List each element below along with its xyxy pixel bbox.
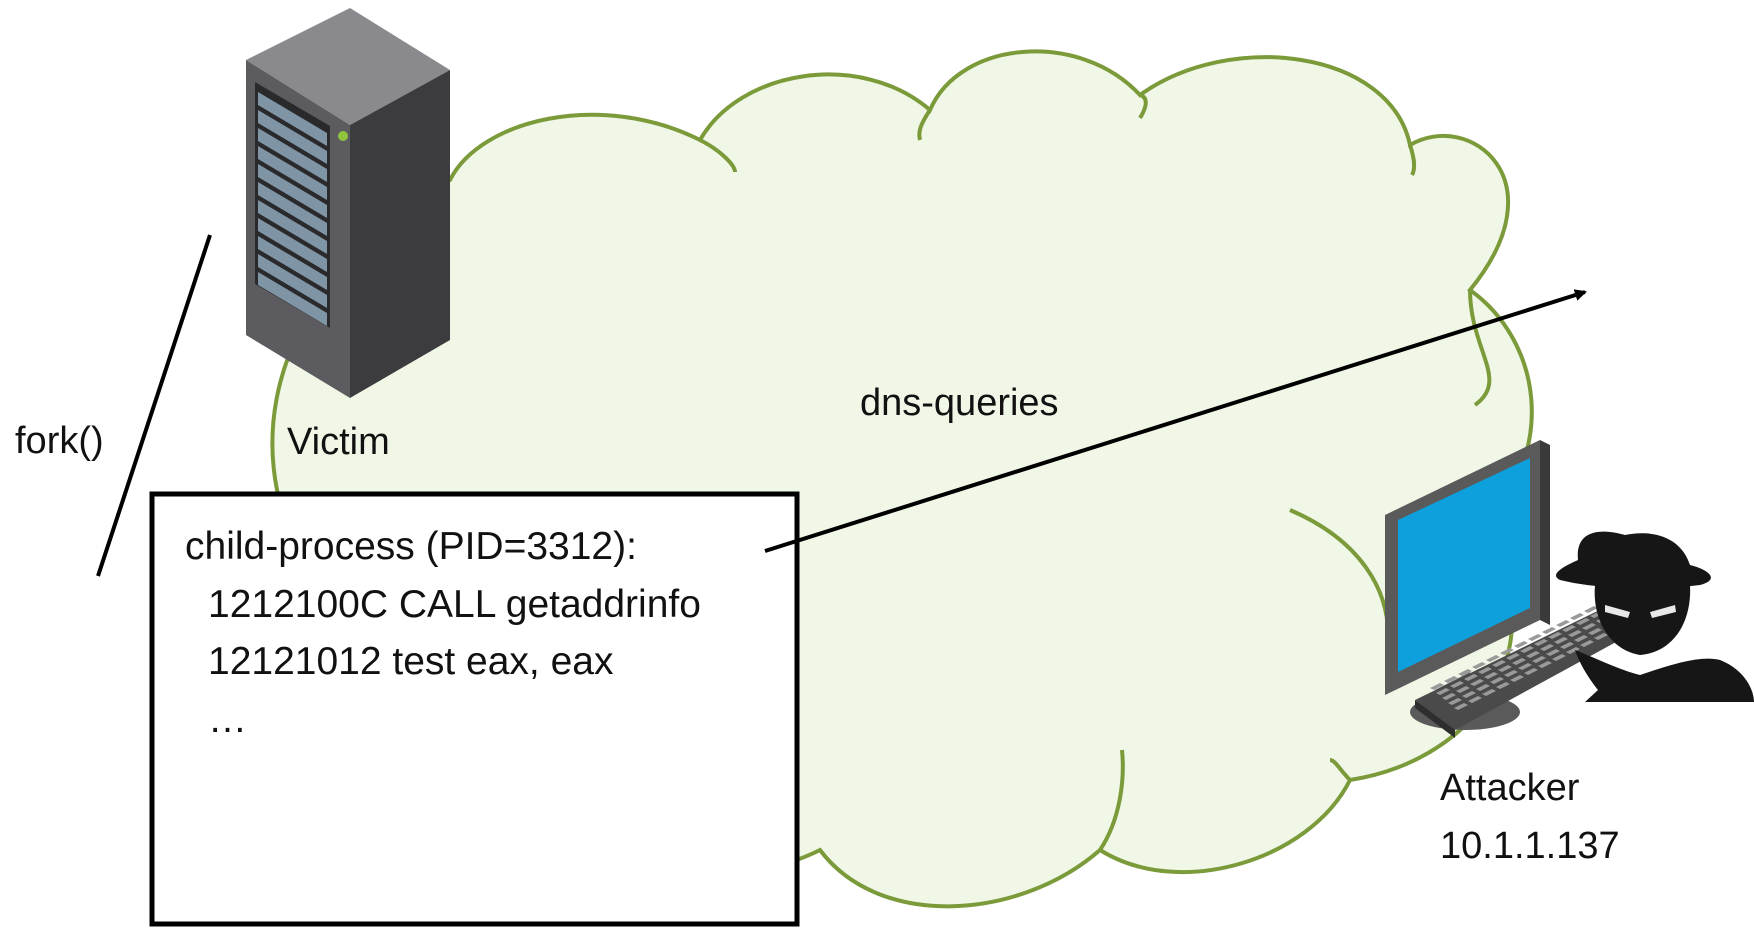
- keyboard-key: [1450, 681, 1464, 688]
- keyboard-key: [1582, 623, 1596, 630]
- keyboard-key: [1532, 656, 1546, 663]
- keyboard-key: [1538, 661, 1552, 668]
- server-slot: [258, 236, 327, 290]
- keyboard-key: [1518, 663, 1532, 670]
- keyboard-key: [1448, 698, 1462, 705]
- keyboard-key: [1574, 635, 1588, 642]
- keyboard-key: [1462, 691, 1476, 698]
- server-slot: [258, 272, 327, 326]
- fork-line: [96, 234, 212, 577]
- keyboard-key: [1500, 648, 1514, 655]
- keyboard-key: [1584, 606, 1598, 613]
- keyboard-key: [1468, 696, 1482, 703]
- process-line: 1212100C CALL getaddrinfo: [208, 583, 701, 626]
- keyboard-key: [1514, 641, 1528, 648]
- keyboard-key: [1512, 658, 1526, 665]
- keyboard-key: [1504, 670, 1518, 677]
- keyboard-key: [1478, 667, 1492, 674]
- cloud-inner-curve: [1468, 289, 1492, 407]
- keyboard-key: [1496, 682, 1510, 689]
- keyboard-key: [1454, 703, 1468, 710]
- victim-label: Victim: [287, 421, 390, 463]
- keyboard-key: [1568, 630, 1582, 637]
- dns-query-arrow: [764, 289, 1587, 553]
- attacker-ip: 10.1.1.137: [1440, 825, 1620, 867]
- keyboard-key: [1442, 693, 1456, 700]
- keyboard-key: [1554, 637, 1568, 644]
- attacker-computer-icon: [1385, 440, 1660, 738]
- server-slot: [258, 110, 327, 164]
- keyboard-key: [1528, 634, 1542, 641]
- cloud-inner-curve: [1329, 758, 1352, 782]
- keyboard-key: [1456, 686, 1470, 693]
- keyboard-key: [1566, 647, 1580, 654]
- keyboard-key: [1490, 677, 1504, 684]
- keyboard-key: [1464, 674, 1478, 681]
- keyboard-key: [1506, 653, 1520, 660]
- keyboard-key: [1588, 628, 1602, 635]
- keyboard-key: [1482, 689, 1496, 696]
- keyboard-key: [1520, 646, 1534, 653]
- keyboard-key: [1556, 620, 1570, 627]
- keyboard-key: [1526, 651, 1540, 658]
- keyboard-key: [1540, 644, 1554, 651]
- cloud-inner-curve: [699, 138, 737, 173]
- keyboard-key: [1510, 675, 1524, 682]
- keyboard-key: [1542, 627, 1556, 634]
- keyboard-key: [1524, 668, 1538, 675]
- process-line: child-process (PID=3312):: [185, 525, 637, 568]
- keyboard-key: [1562, 625, 1576, 632]
- keyboard-key: [1498, 665, 1512, 672]
- keyboard-key: [1472, 662, 1486, 669]
- keyboard-key: [1430, 683, 1444, 690]
- keyboard-key: [1580, 640, 1594, 647]
- process-box: child-process (PID=3312): 1212100C CALL …: [149, 491, 800, 927]
- cloud-inner-curve: [917, 108, 932, 141]
- keyboard-key: [1552, 654, 1566, 661]
- process-line: 12121012 test eax, eax: [208, 640, 614, 683]
- keyboard-key: [1444, 676, 1458, 683]
- flow-label: dns-queries: [860, 382, 1059, 424]
- process-line: …: [208, 698, 247, 741]
- attacker-name: Attacker: [1440, 767, 1580, 809]
- server-icon: [246, 8, 450, 398]
- hacker-icon: [1556, 531, 1754, 702]
- keyboard-key: [1576, 618, 1590, 625]
- keyboard-key: [1476, 684, 1490, 691]
- cloud-inner-curve: [1098, 749, 1125, 852]
- keyboard-key: [1458, 669, 1472, 676]
- keyboard-key: [1560, 642, 1574, 649]
- keyboard-key: [1486, 655, 1500, 662]
- server-slot: [258, 128, 327, 182]
- keyboard-key: [1570, 613, 1584, 620]
- keyboard-key: [1594, 633, 1608, 640]
- keyboard-key: [1436, 688, 1450, 695]
- fork-label: fork(): [15, 420, 104, 462]
- server-slot: [258, 254, 327, 308]
- keyboard-key: [1470, 679, 1484, 686]
- server-slot: [258, 200, 327, 254]
- server-slot: [258, 164, 327, 218]
- keyboard-key: [1548, 632, 1562, 639]
- cloud-inner-curve: [1408, 144, 1417, 177]
- keyboard-key: [1492, 660, 1506, 667]
- server-slot: [258, 146, 327, 200]
- server-slot: [258, 92, 327, 146]
- keyboard-key: [1534, 639, 1548, 646]
- keyboard-key: [1546, 649, 1560, 656]
- server-slot: [258, 182, 327, 236]
- keyboard-key: [1484, 672, 1498, 679]
- server-slot: [258, 218, 327, 272]
- cloud-inner-curve: [1138, 93, 1148, 120]
